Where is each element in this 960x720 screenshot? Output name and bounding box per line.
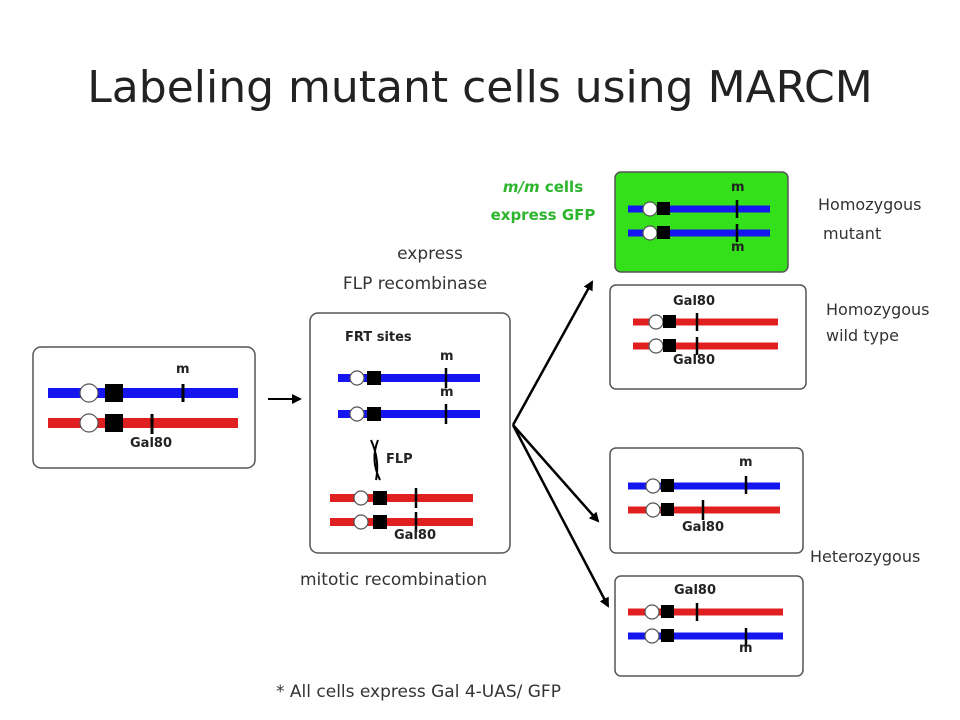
gfp-label-line1: m/m cells — [502, 178, 584, 196]
branch-arrow — [511, 280, 594, 426]
homozygous-wildtype-label-2: wild type — [826, 326, 899, 345]
heterozygous-label: Heterozygous — [810, 547, 921, 566]
homozygous-mutant-label-1: Homozygous — [818, 195, 922, 214]
heterozygous-cell-box-1 — [609, 447, 804, 554]
page-title: Labeling mutant cells using MARCM — [87, 62, 873, 113]
wildtype-cell-box — [609, 284, 807, 390]
mutation-label: m — [731, 240, 745, 255]
frt-sites-label: FRT sites — [345, 330, 412, 345]
gfp-cell-box — [614, 171, 789, 273]
mutation-label: m — [440, 385, 454, 400]
homozygous-wildtype-label-1: Homozygous — [826, 300, 930, 319]
branch-arrow — [512, 424, 600, 523]
gfp-label-line2: express GFP — [490, 206, 596, 224]
mutation-label: m — [440, 349, 454, 364]
centromere — [79, 413, 99, 433]
gal80-label: Gal80 — [682, 520, 724, 535]
crossover-symbol — [370, 439, 381, 481]
gal80-label: Gal80 — [674, 583, 716, 598]
mutation-label: m — [176, 362, 190, 377]
footnote: * All cells express Gal 4-UAS/ GFP — [276, 682, 561, 702]
gal80-label: Gal80 — [673, 353, 715, 368]
heterozygous-cell-box-2 — [614, 575, 804, 677]
centromere — [79, 383, 99, 403]
step-label-recombination: mitotic recombination — [300, 570, 488, 590]
homozygous-mutant-label-2: mutant — [823, 224, 882, 243]
branch-arrow — [511, 424, 610, 608]
gal80-label: Gal80 — [673, 294, 715, 309]
step-label-line2: FLP recombinase — [342, 274, 488, 294]
gal80-label: Gal80 — [130, 436, 172, 451]
step-label-line1: express — [397, 244, 463, 264]
starting-cell-box — [32, 346, 256, 469]
recombination-cell-box — [309, 312, 511, 554]
frt-site — [105, 384, 123, 402]
flp-label: FLP — [386, 452, 413, 467]
mutation-label: m — [739, 641, 753, 656]
mutation-label: m — [731, 180, 745, 195]
mutation-label: m — [739, 455, 753, 470]
frt-site — [105, 414, 123, 432]
gal80-label: Gal80 — [394, 528, 436, 543]
